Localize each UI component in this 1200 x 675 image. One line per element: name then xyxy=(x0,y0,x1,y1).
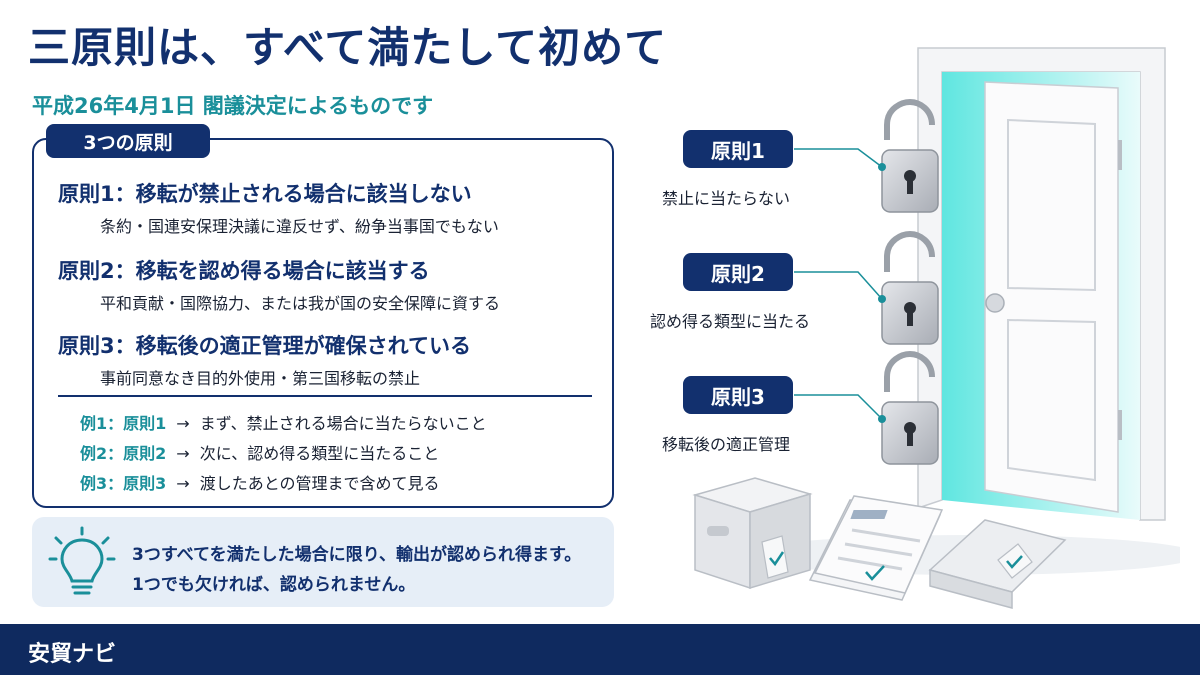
example-row-2: 例2：原則2 → 次に、認め得る類型に当たること xyxy=(80,440,439,464)
footer-bar xyxy=(0,624,1200,675)
page-title: 三原則は、すべて満たして初めて xyxy=(28,23,668,72)
principle-3-heading: 原則3：移転後の適正管理が確保されている xyxy=(58,334,471,358)
page-subtitle: 平成26年4月1日 閣議決定によるものです xyxy=(32,94,434,118)
storage-box-icon xyxy=(692,477,813,590)
principle-1-heading: 原則1：移転が禁止される場合に該当しない xyxy=(58,182,472,206)
example-3-label: 例3：原則3 xyxy=(80,474,167,493)
principle-2-detail: 平和貢献・国際協力、または我が国の安全保障に資する xyxy=(100,294,501,313)
principle-3-detail: 事前同意なき目的外使用・第三国移転の禁止 xyxy=(100,369,421,388)
example-1-label: 例1：原則1 xyxy=(80,414,167,433)
example-3-text: 渡したあとの管理まで含めて見る xyxy=(199,474,440,493)
lightbulb-icon xyxy=(48,526,116,595)
diagram-badge-principle-2: 原則2 xyxy=(683,253,793,291)
binder-icon xyxy=(928,519,1067,609)
padlock-icon xyxy=(878,98,939,213)
note-line-1: 3つすべてを満たした場合に限り、輸出が認められ得ます。 xyxy=(132,545,582,565)
diagram-badge-principle-1: 原則1 xyxy=(683,130,793,168)
arrow-right-icon: → xyxy=(176,474,190,493)
principle-1-detail: 条約・国連安保理決議に違反せず、紛争当事国でもない xyxy=(100,217,499,236)
arrow-right-icon: → xyxy=(176,444,190,463)
diagram-desc-principle-2: 認め得る類型に当たる xyxy=(650,312,811,331)
note-line-2: 1つでも欠ければ、認められません。 xyxy=(132,575,416,595)
conclusion-note xyxy=(32,517,614,607)
example-row-1: 例1：原則1 → まず、禁止される場合に当たらないこと xyxy=(80,410,487,434)
principles-panel-tag: 3つの原則 xyxy=(46,124,210,158)
padlock-icon xyxy=(878,350,939,465)
example-row-3: 例3：原則3 → 渡したあとの管理まで含めて見る xyxy=(80,470,440,494)
arrow-right-icon: → xyxy=(176,414,190,433)
example-1-text: まず、禁止される場合に当たらないこと xyxy=(199,414,487,433)
principles-panel xyxy=(32,138,614,508)
document-icon xyxy=(808,495,944,601)
panel-divider xyxy=(58,395,592,397)
door-illustration xyxy=(692,47,1180,609)
example-2-label: 例2：原則2 xyxy=(80,444,167,463)
footer-brand: 安貿ナビ xyxy=(28,642,117,667)
padlock-icon xyxy=(878,230,939,345)
principle-2-heading: 原則2：移転を認め得る場合に該当する xyxy=(58,259,430,283)
diagram-badge-principle-3: 原則3 xyxy=(683,376,793,414)
diagram-desc-principle-3: 移転後の適正管理 xyxy=(662,435,791,454)
example-2-text: 次に、認め得る類型に当たること xyxy=(199,444,440,463)
diagram-desc-principle-1: 禁止に当たらない xyxy=(662,189,791,208)
